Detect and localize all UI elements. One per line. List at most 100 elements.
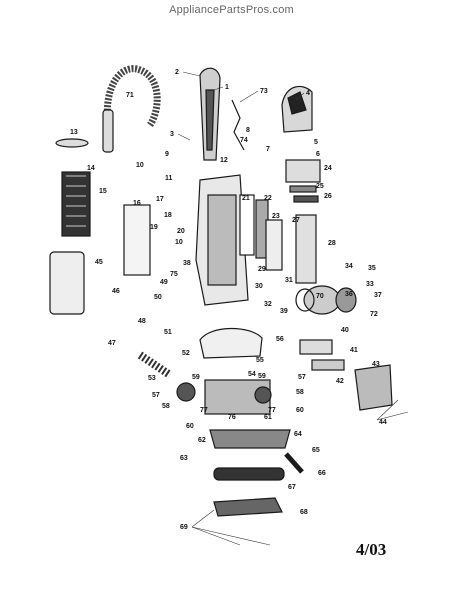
callout-5: 5 xyxy=(314,139,318,146)
callout-72: 72 xyxy=(370,311,378,318)
svg-text:16: 16 xyxy=(133,200,141,207)
callout-14: 14 xyxy=(87,165,95,172)
svg-text:67: 67 xyxy=(288,484,296,491)
callout-11: 11 xyxy=(165,175,173,182)
gasket-part xyxy=(295,288,315,312)
callout-19: 19 xyxy=(150,224,158,231)
pleated-filter-part xyxy=(61,171,91,237)
svg-text:50: 50 xyxy=(154,294,162,301)
housing-24-part xyxy=(285,159,321,183)
callout-59: 59 xyxy=(258,373,266,380)
svg-text:70: 70 xyxy=(316,293,324,300)
svg-text:6: 6 xyxy=(316,151,320,158)
callout-31: 31 xyxy=(285,277,293,284)
callout-34: 34 xyxy=(345,263,353,270)
svg-text:25: 25 xyxy=(316,183,324,190)
svg-text:39: 39 xyxy=(280,308,288,315)
callout-12: 12 xyxy=(220,157,228,164)
callout-24: 24 xyxy=(324,165,332,172)
callout-70: 70 xyxy=(316,293,324,300)
callout-52: 52 xyxy=(182,350,190,357)
callout-57b: 57 xyxy=(152,392,160,399)
callout-74: 74 xyxy=(240,137,248,144)
svg-text:12: 12 xyxy=(220,157,228,164)
callout-48: 48 xyxy=(138,318,146,325)
adapter-40-part xyxy=(299,339,333,355)
callout-49: 49 xyxy=(160,279,168,286)
callout-3: 3 xyxy=(170,131,174,138)
callout-30: 30 xyxy=(255,283,263,290)
callout-42: 42 xyxy=(336,378,344,385)
cord-part xyxy=(231,99,245,151)
svg-text:1: 1 xyxy=(225,84,229,91)
svg-text:75: 75 xyxy=(170,271,178,278)
svg-text:68: 68 xyxy=(300,509,308,516)
filter-13-part xyxy=(55,138,89,148)
callout-1: 1 xyxy=(225,84,229,91)
svg-text:13: 13 xyxy=(70,129,78,136)
svg-text:56: 56 xyxy=(276,336,284,343)
agitator-67-part xyxy=(213,467,285,481)
svg-text:22: 22 xyxy=(264,195,272,202)
callout-43: 43 xyxy=(372,361,380,368)
svg-text:38: 38 xyxy=(183,260,191,267)
callout-20: 20 xyxy=(177,228,185,235)
cover-16-part xyxy=(123,204,151,276)
svg-text:24: 24 xyxy=(324,165,332,172)
callout-10b: 10 xyxy=(175,239,183,246)
svg-text:23: 23 xyxy=(272,213,280,220)
filter-23-part xyxy=(265,219,283,271)
callout-6: 6 xyxy=(316,151,320,158)
nozzle-part xyxy=(354,364,393,411)
svg-text:20: 20 xyxy=(177,228,185,235)
callout-62: 62 xyxy=(198,437,206,444)
callout-4: 4 xyxy=(306,90,310,97)
callout-18: 18 xyxy=(164,212,172,219)
callout-10: 10 xyxy=(136,162,144,169)
callout-38: 38 xyxy=(183,260,191,267)
date-stamp: 4/03 xyxy=(356,540,387,559)
svg-text:33: 33 xyxy=(366,281,374,288)
site-url: AppliancePartsPros.com xyxy=(169,4,294,16)
callout-29: 29 xyxy=(258,266,266,273)
svg-text:53: 53 xyxy=(148,375,156,382)
callout-64: 64 xyxy=(294,431,302,438)
callout-54: 54 xyxy=(248,371,256,378)
svg-text:9: 9 xyxy=(165,151,169,158)
adapter-41-part xyxy=(311,359,345,371)
callout-76: 76 xyxy=(228,414,236,421)
svg-text:51: 51 xyxy=(164,329,172,336)
svg-text:2: 2 xyxy=(175,69,179,76)
leader-lines xyxy=(177,71,409,546)
svg-text:52: 52 xyxy=(182,350,190,357)
svg-text:10: 10 xyxy=(136,162,144,169)
callout-27: 27 xyxy=(292,217,300,224)
svg-text:17: 17 xyxy=(156,196,164,203)
svg-text:28: 28 xyxy=(328,240,336,247)
svg-text:60: 60 xyxy=(296,407,304,414)
callout-21: 21 xyxy=(242,195,250,202)
callout-45: 45 xyxy=(95,259,103,266)
svg-text:34: 34 xyxy=(345,263,353,270)
callout-37: 37 xyxy=(374,292,382,299)
svg-text:44: 44 xyxy=(379,419,387,426)
callout-28: 28 xyxy=(328,240,336,247)
svg-text:72: 72 xyxy=(370,311,378,318)
callout-35: 35 xyxy=(368,265,376,272)
callout-44: 44 xyxy=(379,419,387,426)
callout-73: 73 xyxy=(260,88,268,95)
callout-7: 7 xyxy=(266,146,270,153)
svg-text:18: 18 xyxy=(164,212,172,219)
svg-text:40: 40 xyxy=(341,327,349,334)
callout-9: 9 xyxy=(165,151,169,158)
svg-text:21: 21 xyxy=(242,195,250,202)
hose-end-part xyxy=(102,109,114,153)
callout-46: 46 xyxy=(112,288,120,295)
svg-text:36: 36 xyxy=(345,291,353,298)
svg-text:63: 63 xyxy=(180,455,188,462)
svg-text:76: 76 xyxy=(228,414,236,421)
ring-25-part xyxy=(289,185,317,193)
callout-50: 50 xyxy=(154,294,162,301)
callout-26: 26 xyxy=(324,193,332,200)
